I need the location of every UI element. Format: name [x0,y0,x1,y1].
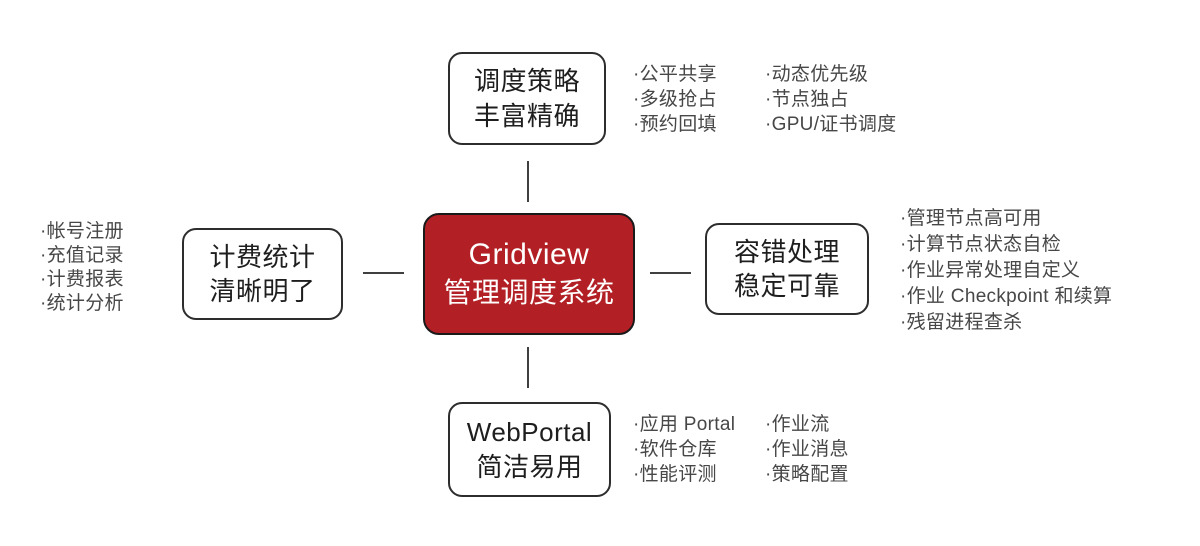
node-label-line: 计费统计 [209,241,316,272]
bullet-item: ·GPU/证书调度 [765,114,897,135]
center-node-subtitle: 管理调度系统 [443,277,615,308]
bullet-item: ·帐号注册 [40,221,124,242]
bullet-item: ·多级抢占 [633,89,717,110]
webportal-bullets-col1: ·应用 Portal ·软件仓库 ·性能评测 [633,412,735,487]
node-label-line: 简洁易用 [476,451,583,482]
node-label-line: 容错处理 [733,236,840,267]
bullet-item: ·性能评测 [633,464,717,485]
scheduling-policy-bullets-col1: ·公平共享 ·多级抢占 ·预约回填 [633,62,717,137]
connector-center-to-right [650,272,691,274]
fault-tolerance-bullets: ·管理节点高可用 ·计算节点状态自检 ·作业异常处理自定义 ·作业 Checkp… [900,206,1112,336]
node-fault-tolerance: 容错处理 稳定可靠 [705,223,869,315]
node-label-line: 调度策略 [473,66,580,97]
bullet-item: ·作业 Checkpoint 和续算 [900,286,1113,307]
bullet-item: ·作业流 [765,414,830,435]
webportal-bullets-col2: ·作业流 ·作业消息 ·策略配置 [765,412,849,487]
connector-center-to-left [363,272,404,274]
bullet-item: ·管理节点高可用 [900,208,1042,229]
bullet-item: ·计算节点状态自检 [900,234,1062,255]
scheduling-policy-bullets-col2: ·动态优先级 ·节点独占 ·GPU/证书调度 [765,62,896,137]
bullet-item: ·残留进程查杀 [900,312,1023,333]
center-node-title: Gridview [468,238,590,271]
node-webportal: WebPortal 简洁易用 [448,402,611,497]
bullet-item: ·充值记录 [40,245,124,266]
bullet-item: ·统计分析 [40,293,124,314]
billing-statistics-bullets: ·帐号注册 ·充值记录 ·计费报表 ·统计分析 [40,220,124,316]
node-label-line: 清晰明了 [209,276,316,306]
bullet-item: ·应用 Portal [633,414,736,435]
center-node-gridview: Gridview 管理调度系统 [423,213,635,335]
bullet-item: ·作业异常处理自定义 [900,260,1081,281]
node-billing-statistics: 计费统计 清晰明了 [182,228,343,320]
connector-center-to-top [527,161,529,202]
connector-center-to-bottom [527,347,529,388]
bullet-item: ·策略配置 [765,464,849,485]
bullet-item: ·预约回填 [633,114,717,135]
bullet-item: ·节点独占 [765,89,849,110]
bullet-item: ·计费报表 [40,269,124,290]
node-label-line: 稳定可靠 [733,271,840,301]
node-label-line: 丰富精确 [473,100,580,131]
bullet-item: ·软件仓库 [633,439,717,460]
bullet-item: ·作业消息 [765,439,849,460]
node-scheduling-policy: 调度策略 丰富精确 [448,52,606,145]
node-label-line: WebPortal [466,417,593,448]
bullet-item: ·动态优先级 [765,64,869,85]
bullet-item: ·公平共享 [633,64,717,85]
